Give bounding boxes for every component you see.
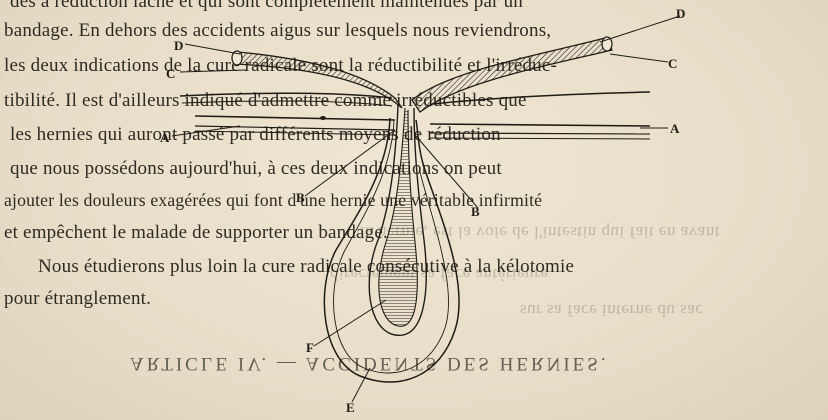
figure-label-d-left: D: [174, 38, 183, 54]
abdominal-wall-layer: [195, 116, 650, 139]
figure-label-d-right: D: [676, 6, 685, 22]
intestine-loop: [232, 37, 612, 335]
figure-label-c-left: C: [166, 66, 175, 82]
figure-label-e: E: [346, 400, 355, 416]
figure-label-b-left: B: [296, 190, 305, 206]
figure-label-a-left: A: [160, 130, 169, 146]
figure-label-f: F: [306, 340, 314, 356]
figure-label-c-right: C: [668, 56, 677, 72]
figure-label-a-right: A: [670, 121, 679, 137]
figure-label-b-right: B: [471, 204, 480, 220]
label-leader-lines: [172, 16, 680, 402]
